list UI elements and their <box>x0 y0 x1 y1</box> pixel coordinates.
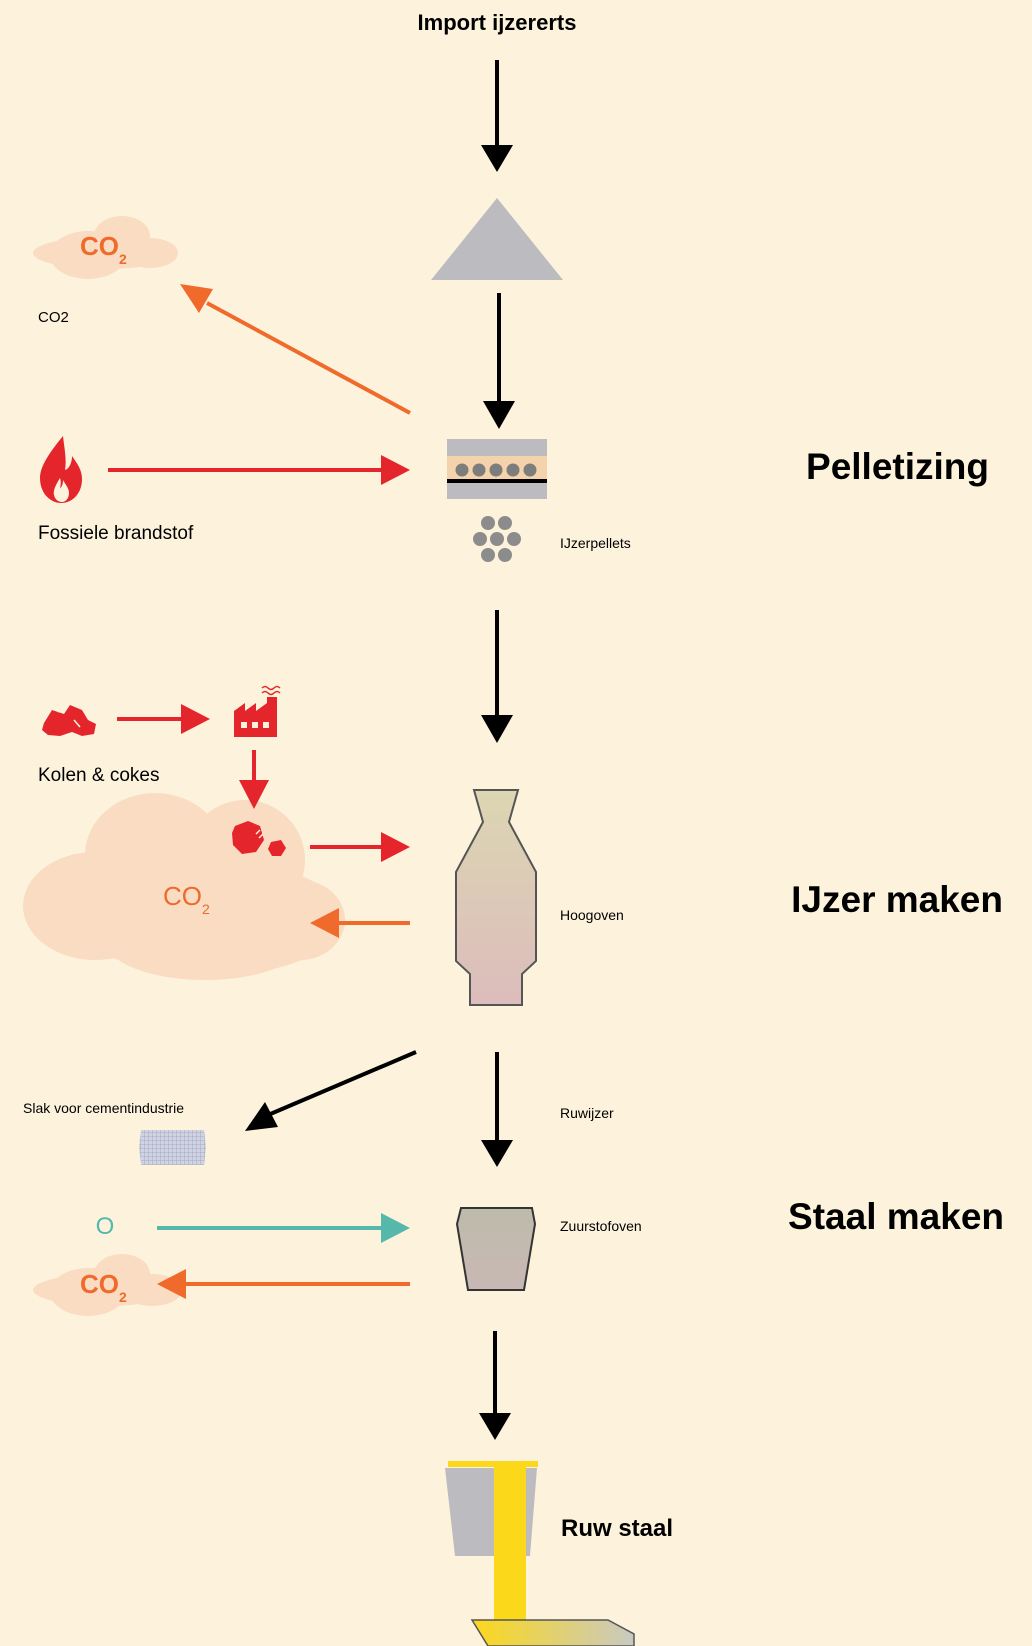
coke-icon <box>232 821 286 856</box>
co2-text: CO <box>80 231 119 261</box>
triangle-icon <box>431 198 563 280</box>
factory-to-coke-arrow <box>239 750 269 809</box>
co2-subscript: 2 <box>119 1289 127 1305</box>
co2-emission-arrow-blast-furnace <box>310 908 410 938</box>
co2-label: CO2 <box>38 309 69 326</box>
fossil-fuel-label: Fossiele brandstof <box>38 523 194 544</box>
oxygen-label: O <box>96 1213 115 1240</box>
raw-steel-label: Ruw staal <box>561 1515 673 1542</box>
co2-cloud-blast-furnace: CO2 <box>23 793 345 980</box>
ladle-icon <box>445 1461 635 1646</box>
oxygen-furnace-icon <box>455 1207 537 1291</box>
coke-to-furnace-arrow <box>310 832 410 862</box>
coal-cokes-label: Kolen & cokes <box>38 765 159 786</box>
flow-arrow-import <box>481 60 513 172</box>
pellets-label: IJzerpellets <box>560 535 631 551</box>
svg-text:CO2: CO2 <box>80 1269 127 1305</box>
co2-emission-arrow-pelletizing <box>180 284 411 415</box>
oxygen-furnace-label: Zuurstofoven <box>560 1218 642 1234</box>
flow-arrow-to-pelletizer <box>483 293 515 429</box>
slag-arrow <box>245 1050 417 1131</box>
coal-to-factory-arrow <box>117 704 210 734</box>
stage-label-pelletizing: Pelletizing <box>806 446 989 487</box>
co2-subscript: 2 <box>119 251 127 267</box>
coal-icon <box>42 705 96 736</box>
flame-icon <box>40 436 82 503</box>
fossil-fuel-arrow <box>108 455 410 485</box>
co2-cloud-pelletizing: CO2 <box>33 216 178 279</box>
pelletizer-icon <box>447 439 547 499</box>
flow-arrow-to-blast-furnace <box>481 610 513 743</box>
oxygen-arrow <box>157 1213 410 1243</box>
blast-furnace-icon <box>455 789 537 1006</box>
flow-arrow-raw-steel <box>479 1331 511 1440</box>
pellets-icon <box>473 516 521 562</box>
co2-subscript: 2 <box>202 901 210 917</box>
stage-label-iron: IJzer maken <box>791 879 1003 920</box>
flow-arrow-pig-iron <box>481 1052 513 1167</box>
co2-text: CO <box>163 881 202 911</box>
stage-label-steel: Staal maken <box>788 1196 1004 1237</box>
co2-text: CO <box>80 1269 119 1299</box>
svg-text:CO2: CO2 <box>163 881 210 917</box>
slag-label: Slak voor cementindustrie <box>23 1100 184 1116</box>
factory-icon <box>234 685 281 737</box>
co2-emission-arrow-steel <box>157 1269 410 1299</box>
diagram-title: Import ijzererts <box>418 10 577 35</box>
slag-icon <box>139 1130 206 1165</box>
pig-iron-label: Ruwijzer <box>560 1105 614 1121</box>
svg-text:CO2: CO2 <box>80 231 127 267</box>
blast-furnace-label: Hoogoven <box>560 907 624 923</box>
